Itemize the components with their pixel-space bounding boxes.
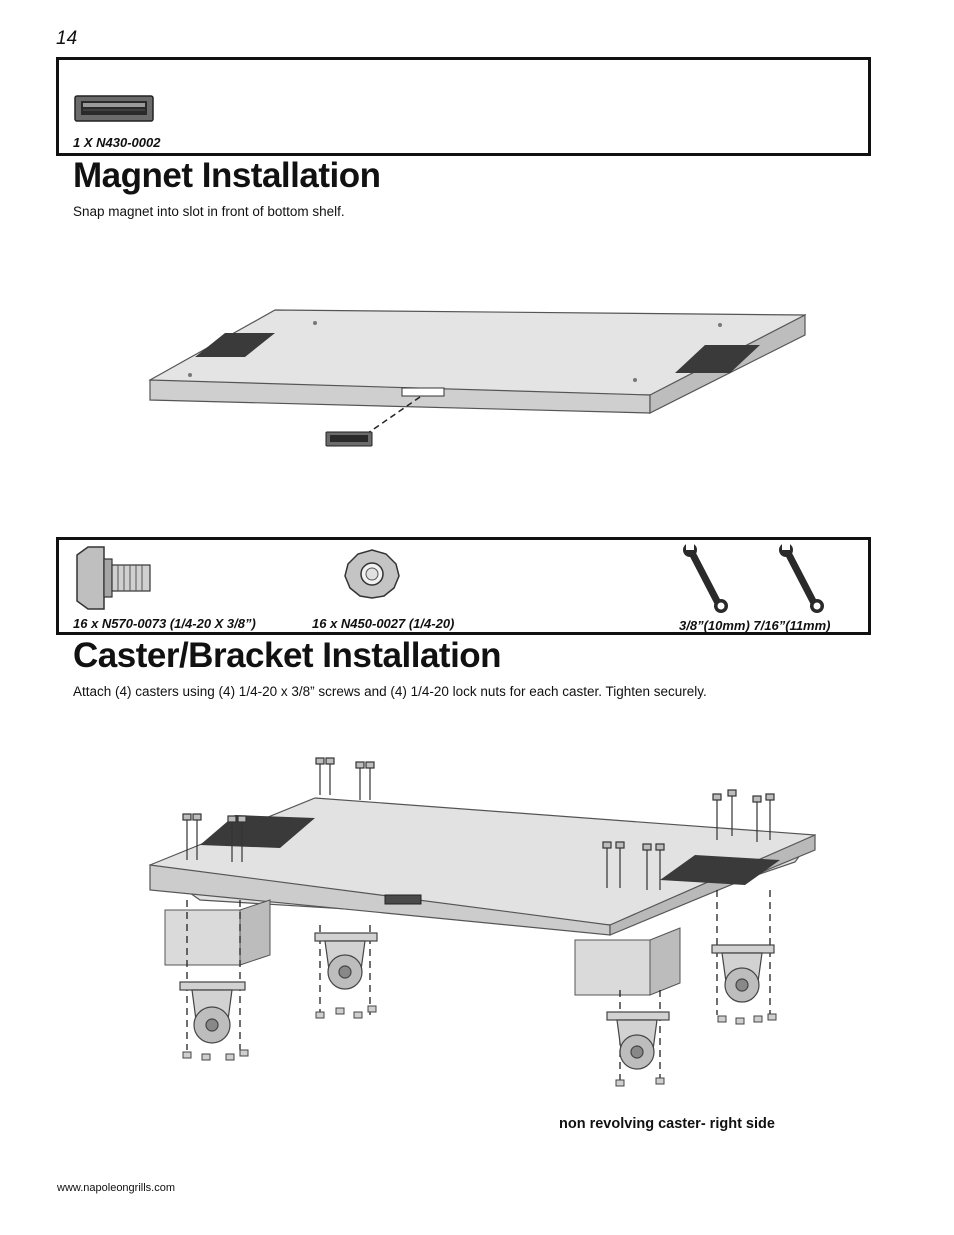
magnet-instruction: Snap magnet into slot in front of bottom…	[73, 204, 345, 219]
bottom-shelf-illustration	[148, 309, 807, 447]
hex-bolt-icon	[76, 546, 151, 610]
caster-wheel-front-left	[179, 981, 246, 1044]
caster-wheel-rear-right	[711, 944, 775, 1003]
caster-wheel-front-right	[606, 1011, 670, 1070]
caster-instruction: Attach (4) casters using (4) 1/4-20 x 3/…	[73, 684, 707, 699]
nut-part-label: 16 x N450-0027 (1/4-20)	[312, 616, 455, 631]
magnet-icon	[74, 95, 154, 122]
caster-heading: Caster/Bracket Installation	[73, 636, 502, 675]
wrench-sizes-label: 3/8”(10mm) 7/16”(11mm)	[679, 618, 831, 633]
caster-caption: non revolving caster- right side	[559, 1116, 775, 1132]
bolt-part-label: 16 x N570-0073 (1/4-20 X 3/8”)	[73, 616, 256, 631]
magnet-parts-box: 1 X N430-0002	[56, 57, 871, 156]
magnet-part-label: 1 X N430-0002	[73, 135, 161, 150]
page-number: 14	[56, 28, 78, 49]
magnet-heading: Magnet Installation	[73, 156, 381, 195]
caster-assembly-illustration	[148, 757, 817, 1087]
wrench-11mm-icon	[779, 543, 824, 613]
caster-wheel-rear-left	[314, 932, 378, 990]
caster-parts-box: 16 x N570-0073 (1/4-20 X 3/8”) 16 x N450…	[56, 537, 871, 635]
wrench-10mm-icon	[683, 543, 728, 613]
lock-nut-icon	[344, 549, 400, 599]
footer-url[interactable]: www.napoleongrills.com	[57, 1182, 175, 1194]
